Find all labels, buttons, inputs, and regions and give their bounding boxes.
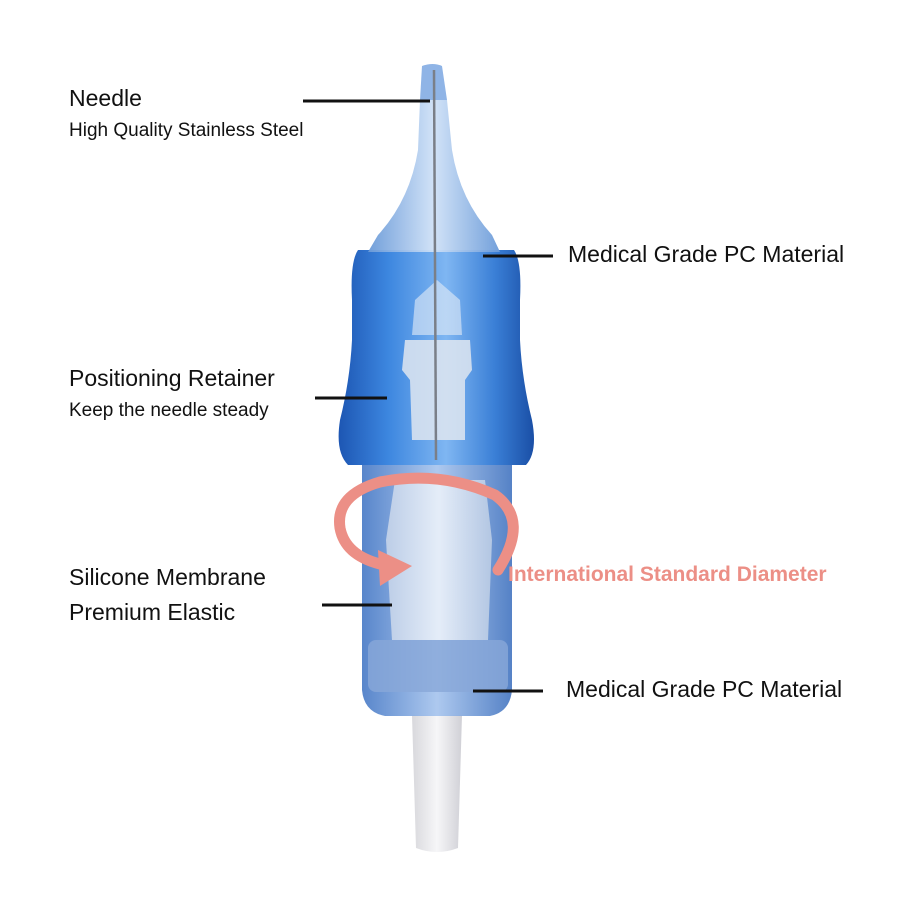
needle-title: Needle: [69, 85, 142, 111]
membrane-part: [386, 480, 492, 640]
diameter-arrowhead: [378, 550, 412, 586]
pc-material-bottom-label: Medical Grade PC Material: [566, 676, 843, 702]
pc-material-top-label: Medical Grade PC Material: [568, 241, 845, 267]
membrane-subtitle: Premium Elastic: [69, 599, 236, 625]
retainer-subtitle: Keep the needle steady: [69, 400, 269, 421]
lower-ring: [368, 640, 508, 692]
retainer-title: Positioning Retainer: [69, 365, 275, 391]
needle-subtitle: High Quality Stainless Steel: [69, 120, 304, 141]
diameter-label: International Standard Diameter: [508, 563, 827, 586]
retainer-part: [402, 340, 472, 440]
membrane-title: Silicone Membrane: [69, 564, 266, 590]
stem-tube: [412, 715, 462, 852]
diameter-ring: [334, 472, 519, 576]
needle-wire: [432, 69, 438, 461]
